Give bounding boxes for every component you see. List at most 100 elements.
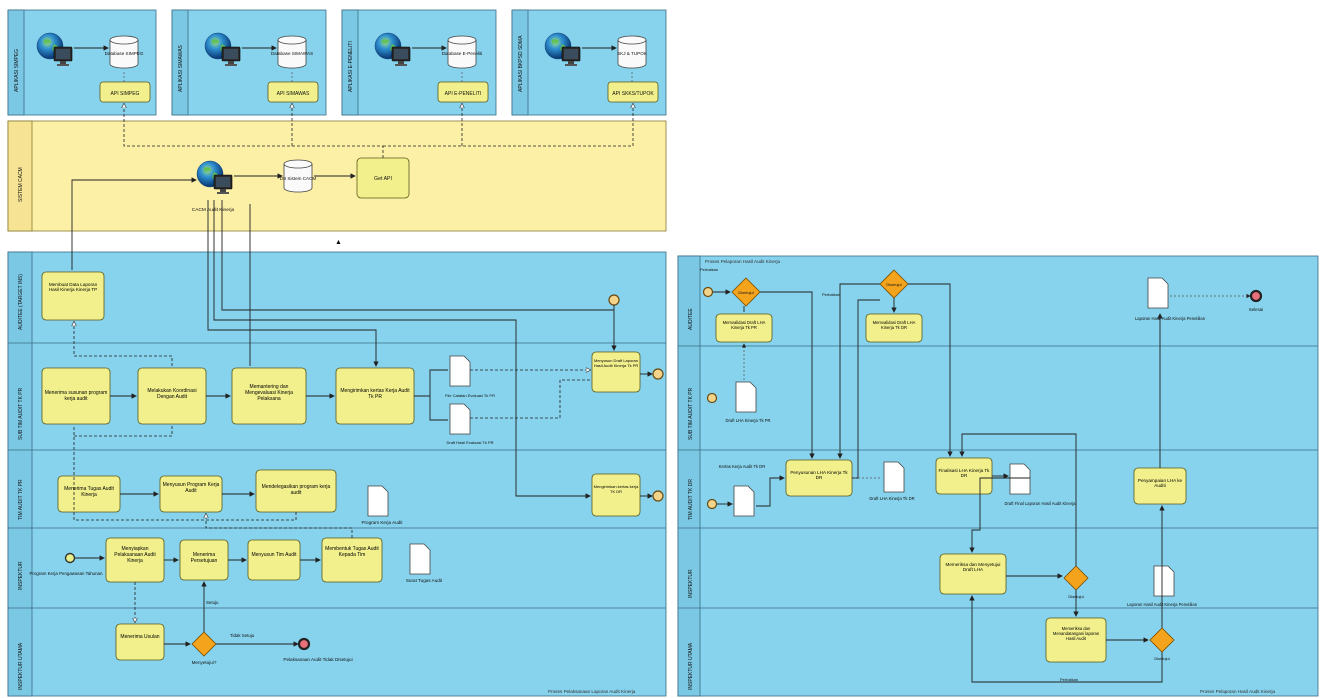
intermediate-event (652, 490, 664, 502)
lane-inspektur-utama: INSPEKTUR UTAMA (688, 642, 694, 690)
task-label: Menyusun Program Kerja Audit (162, 482, 220, 494)
task-label: Memvalidasi Draft LHA Kinerja Tk PR (722, 320, 766, 330)
task-label: Memantering dan Mengevaluasi Kinerja Pel… (245, 384, 293, 402)
database-icon (277, 35, 307, 69)
api-label: API E-PENELITI (445, 91, 482, 97)
lane-auditee: AUDITEE (TARGET INS) (18, 274, 24, 330)
doc-label: File Catatan Evaluasi Tk PR (445, 393, 495, 398)
main-pool: AUDITEE (TARGET INS) SUB TIM AUDIT TK PR… (7, 251, 667, 697)
left-events: Program Kerja Pengawasan Tahunan Menyetu… (30, 294, 664, 694)
task-label: Melakukan Koordinasi Dengan Audit (147, 388, 197, 400)
no-label: Tidak Setuju (230, 633, 255, 638)
doc-label: Draft Final Laporan Hasil Audit Kinerja (1005, 501, 1077, 506)
intermediate-event (706, 392, 718, 404)
api-box[interactable] (99, 81, 151, 103)
lane-tim-audit: TIM AUDIT TK PR (18, 479, 24, 520)
database-icon (109, 35, 139, 69)
task-t6[interactable] (591, 351, 641, 393)
gateway-label: Menyetujui? (192, 660, 217, 665)
db-label: DB Sistem CACM (280, 176, 317, 181)
doc-label: Draft LHA Kinerja Tk DR (869, 496, 914, 501)
left-flows (71, 177, 653, 647)
lane-inspektur-utama: INSPEKTUR UTAMA (18, 642, 24, 690)
document-icon (367, 485, 389, 517)
scroll-marker: ▲ (335, 239, 342, 246)
task-label: Penyusunan LHA Kinerja Tk DR (790, 470, 848, 480)
left-diagram: Proses Pendaftaran Laporan Audit Kinerja… (7, 9, 667, 697)
task-label: Get API (374, 176, 392, 182)
task-r2[interactable] (865, 313, 923, 343)
lane-app-3: APLIKASI E-PENELITI (348, 41, 354, 92)
app-pools: APLIKASI SIMPEG APLIKASI SIMAWAS APLIKAS… (7, 9, 667, 116)
document-icon (449, 355, 471, 387)
lane-inspektur: INSPEKTUR (688, 569, 694, 598)
document-icon (449, 403, 471, 435)
lane-system: SISTEM CACM (18, 167, 24, 202)
end-event (1249, 289, 1263, 303)
document-icon (1009, 463, 1031, 495)
left-documents: File Catatan Evaluasi Tk PR Draft Hasil … (361, 355, 495, 583)
doc-label: Surat Tugas Audit (406, 578, 443, 583)
gateway-label: Disetujui (738, 290, 753, 295)
lane-app-1: APLIKASI SIMPEG (14, 49, 20, 92)
task-t1[interactable] (41, 271, 105, 321)
document-icon (883, 461, 905, 493)
task-label: Membuat Data Laporan Hasil Kinerja Kiner… (48, 282, 98, 292)
task-label: Mendelegasikan program kerja audit (261, 484, 331, 496)
document-icon (735, 381, 757, 413)
task-label: Menerima Persetujuan (190, 552, 218, 564)
yes-label: Setuju (206, 600, 219, 605)
lane-tim-audit: TIM AUDIT TK DR (688, 479, 694, 520)
lane-app-4: APLIKASI BKPSD SDMA (518, 35, 524, 92)
api-label: API SIMPEG (111, 91, 140, 97)
task-r1[interactable] (715, 313, 773, 343)
task-label: Menerima Usulan (120, 634, 160, 640)
doc-label: Draft Hasil Evaluasi Tk PR (446, 440, 493, 445)
doc-label: Laporan Hasil Audit Kinerja Penetilian (1135, 316, 1206, 321)
task-label: Menyiapkan Pelaksanaan Audit Kinerja (114, 546, 156, 564)
task-label: Membentuk Tugas Audit Kepada Tim (325, 546, 379, 558)
db-label: Database E-Peneliti (442, 51, 483, 56)
task-label: Menerima Tugas Audit Kinerja (64, 486, 114, 498)
gateway (731, 277, 761, 307)
start-label: Program Kerja Pengawasan Tahunan (30, 571, 103, 576)
app-label: CACM Audit Kinerja (192, 207, 235, 213)
intermediate-event (706, 498, 718, 510)
revisi-label: Perbaikan (822, 292, 840, 297)
db-label: SKJ & TUPOK (617, 51, 648, 56)
task-label: Mengirimkan kertas kerja TK DR (593, 484, 639, 494)
right-footer: Proses Pelaporan Hasil Audit Kinerja (1200, 689, 1276, 694)
task-t15[interactable] (115, 623, 165, 661)
right-title: Proses Pelaporan Hasil Audit Kinerja (705, 259, 781, 264)
right-diagram: Proses Pelaporan Hasil Audit Kinerja AUD… (677, 255, 1319, 697)
doc-label: Program Kerja Audit (361, 520, 403, 525)
task-label: Memeriksa dan Menyetujui Draft LHA (945, 562, 1001, 572)
lane-sub-tim: SUB TIM AUDIT TK PR (688, 387, 694, 440)
task-label: Menyusun Draft Laporan Hasil Audit Kiner… (593, 358, 639, 368)
task-r6[interactable] (939, 553, 1007, 595)
doc-label: Kertas Kerja Audit Tk DR (719, 464, 765, 469)
document-icon (409, 543, 431, 575)
api-box[interactable] (437, 81, 489, 103)
lane-sub-tim: SUB TIM AUDIT TK PR (18, 387, 24, 440)
api-label: API SIMAWAS (277, 91, 310, 97)
gateway-label: Disetujui (886, 282, 901, 287)
revisi-label: Perbaikan (700, 267, 718, 272)
api-box[interactable] (267, 81, 319, 103)
api-box[interactable] (607, 81, 659, 103)
db-label: Database SIMAWAS (271, 51, 313, 56)
database-icon (617, 35, 647, 69)
database-icon (283, 159, 313, 193)
start-event (64, 552, 76, 564)
intermediate-event (702, 286, 714, 298)
document-icon (1153, 565, 1175, 597)
db-label: Database SIMPEG (105, 51, 144, 56)
end-event (297, 637, 311, 651)
task-label: Memeriksa dan Menandatangani laporan Has… (1052, 626, 1100, 641)
database-icon (447, 35, 477, 69)
task-label: Memvalidasi Draft LHA Kinerja Tk DR (872, 320, 916, 330)
intermediate-event (608, 294, 620, 306)
gateway (191, 631, 217, 657)
task-t10[interactable] (591, 473, 641, 517)
